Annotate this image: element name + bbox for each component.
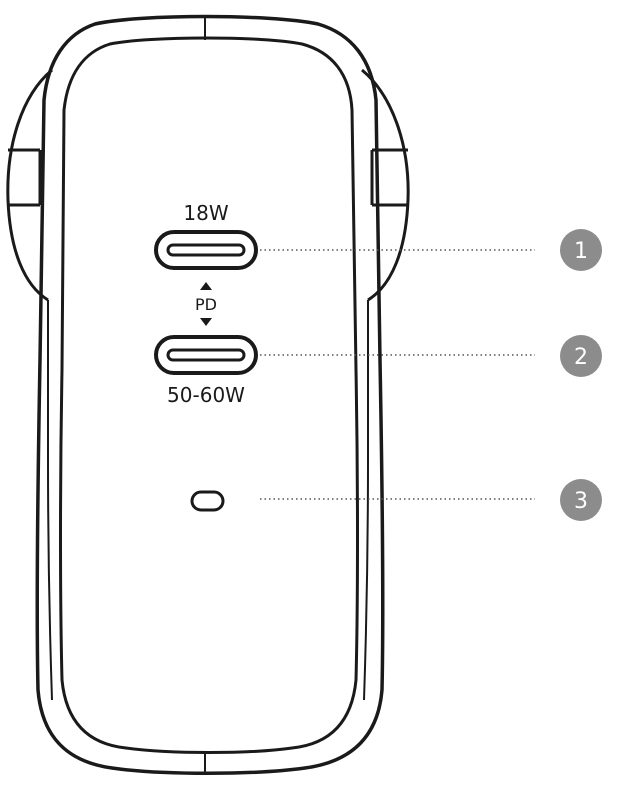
down-arrow-icon: [200, 318, 212, 326]
callout-number-1: 1: [574, 239, 588, 264]
callout-3: 3: [560, 479, 602, 521]
indicator-light: [190, 490, 225, 512]
pd-label: PD: [195, 295, 217, 314]
leader-lines: [260, 249, 535, 500]
up-arrow-icon: [200, 282, 212, 290]
right-wing: [361, 68, 410, 302]
body-seams: [47, 18, 369, 772]
outer-shell: [35, 14, 385, 775]
top-port-wattage-label: 18W: [183, 201, 228, 225]
usb-c-port-top: [154, 230, 258, 270]
inner-face: [59, 36, 359, 754]
usb-c-port-bottom: [154, 335, 258, 375]
callout-1: 1: [560, 229, 602, 271]
callout-2: 2: [560, 335, 602, 377]
bottom-port-wattage-label: 50-60W: [167, 383, 245, 407]
left-wing: [6, 68, 53, 302]
pd-arrows: [200, 282, 212, 326]
callout-number-3: 3: [574, 489, 588, 514]
callout-number-2: 2: [574, 345, 588, 370]
